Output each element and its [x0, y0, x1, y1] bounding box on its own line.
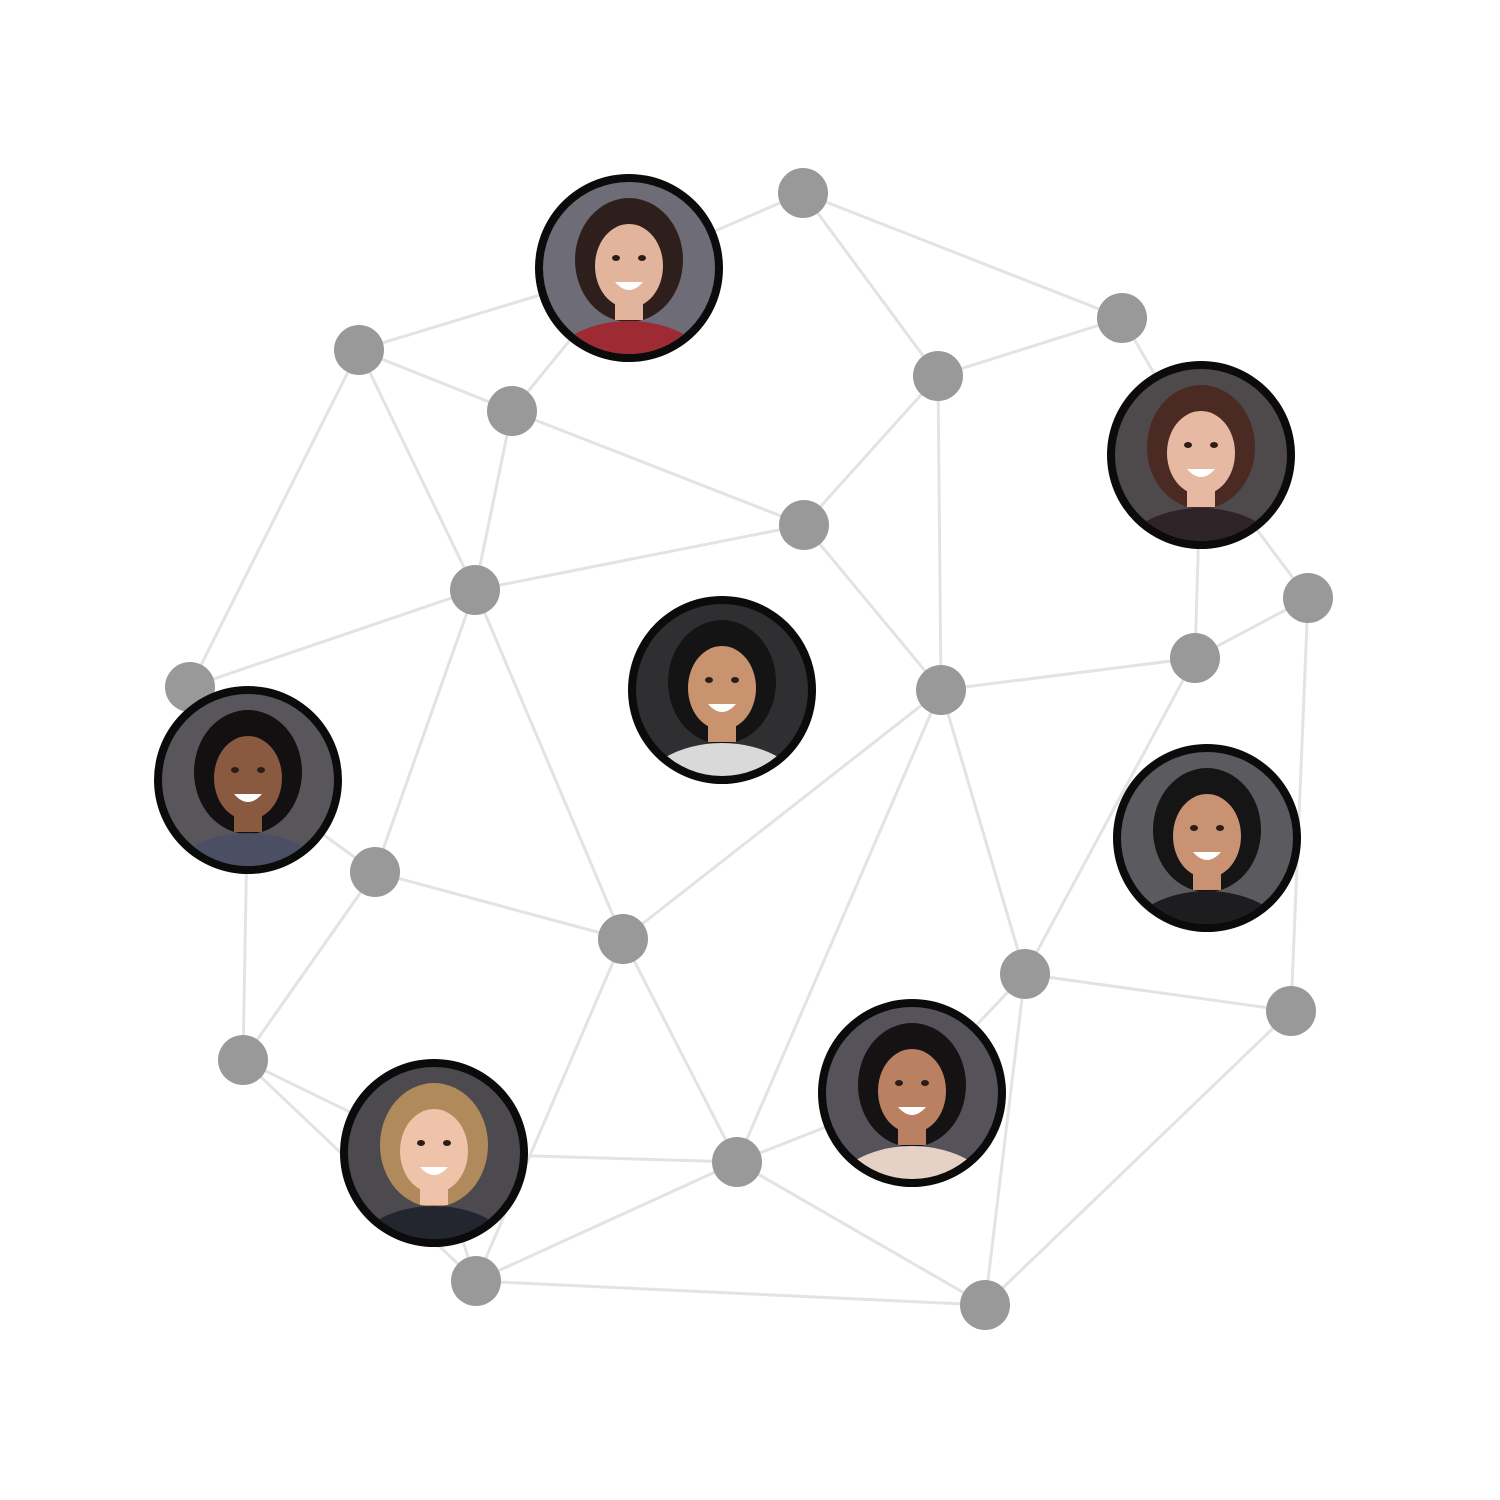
connection-line	[373, 870, 625, 941]
network-node	[1097, 293, 1147, 343]
avatar-woman-afro	[154, 686, 342, 874]
network-node	[1000, 949, 1050, 999]
connection-line	[473, 588, 625, 941]
network-node	[487, 386, 537, 436]
portrait	[1115, 369, 1287, 541]
portrait	[826, 1007, 998, 1179]
network-node	[779, 500, 829, 550]
network-node	[350, 847, 400, 897]
portrait	[1121, 752, 1293, 924]
network-node	[778, 168, 828, 218]
network-node	[1170, 633, 1220, 683]
network-node	[1283, 573, 1333, 623]
network-nodes	[165, 168, 1333, 1330]
avatar-woman-blonde	[340, 1059, 528, 1247]
connection-line	[474, 1279, 987, 1307]
connection-line	[473, 523, 806, 592]
connection-line	[474, 1160, 739, 1283]
connection-line	[936, 316, 1124, 378]
connection-line	[801, 191, 1124, 320]
avatar-man-beard	[1113, 744, 1301, 932]
connection-line	[801, 191, 940, 378]
network-node	[218, 1035, 268, 1085]
connection-line	[241, 870, 377, 1062]
portrait	[543, 182, 715, 354]
connection-line	[1023, 656, 1197, 976]
connection-line	[188, 588, 477, 689]
connection-line	[939, 688, 1027, 976]
network-node	[334, 325, 384, 375]
network-node	[712, 1137, 762, 1187]
connection-line	[939, 656, 1197, 692]
portrait	[162, 694, 334, 866]
connection-line	[735, 1160, 987, 1307]
network-node	[916, 665, 966, 715]
avatar-woman-auburn-curls	[1107, 361, 1295, 549]
network-node	[598, 914, 648, 964]
connection-line	[1023, 972, 1293, 1013]
connection-line	[357, 348, 477, 592]
connection-line	[735, 688, 943, 1164]
portrait	[636, 604, 808, 776]
connection-line	[373, 588, 477, 874]
connection-line	[621, 688, 943, 941]
avatar-woman-dark-bob	[535, 174, 723, 362]
connection-line	[802, 523, 943, 692]
connection-line	[802, 374, 940, 527]
connection-line	[983, 972, 1027, 1307]
connection-line	[1289, 596, 1310, 1013]
person-avatars	[154, 174, 1301, 1247]
connection-line	[510, 409, 806, 527]
connection-line	[983, 1009, 1293, 1307]
avatar-young-man-center	[628, 596, 816, 784]
network-node	[913, 351, 963, 401]
connection-line	[357, 348, 514, 413]
network-node	[450, 565, 500, 615]
avatar-woman-long-dark-hair	[818, 999, 1006, 1187]
connection-line	[621, 937, 739, 1164]
network-node	[451, 1256, 501, 1306]
connection-line	[188, 348, 361, 689]
connection-line	[936, 374, 943, 692]
network-node	[1266, 986, 1316, 1036]
connection-line	[473, 409, 514, 592]
network-node	[960, 1280, 1010, 1330]
connection-line	[474, 937, 625, 1283]
